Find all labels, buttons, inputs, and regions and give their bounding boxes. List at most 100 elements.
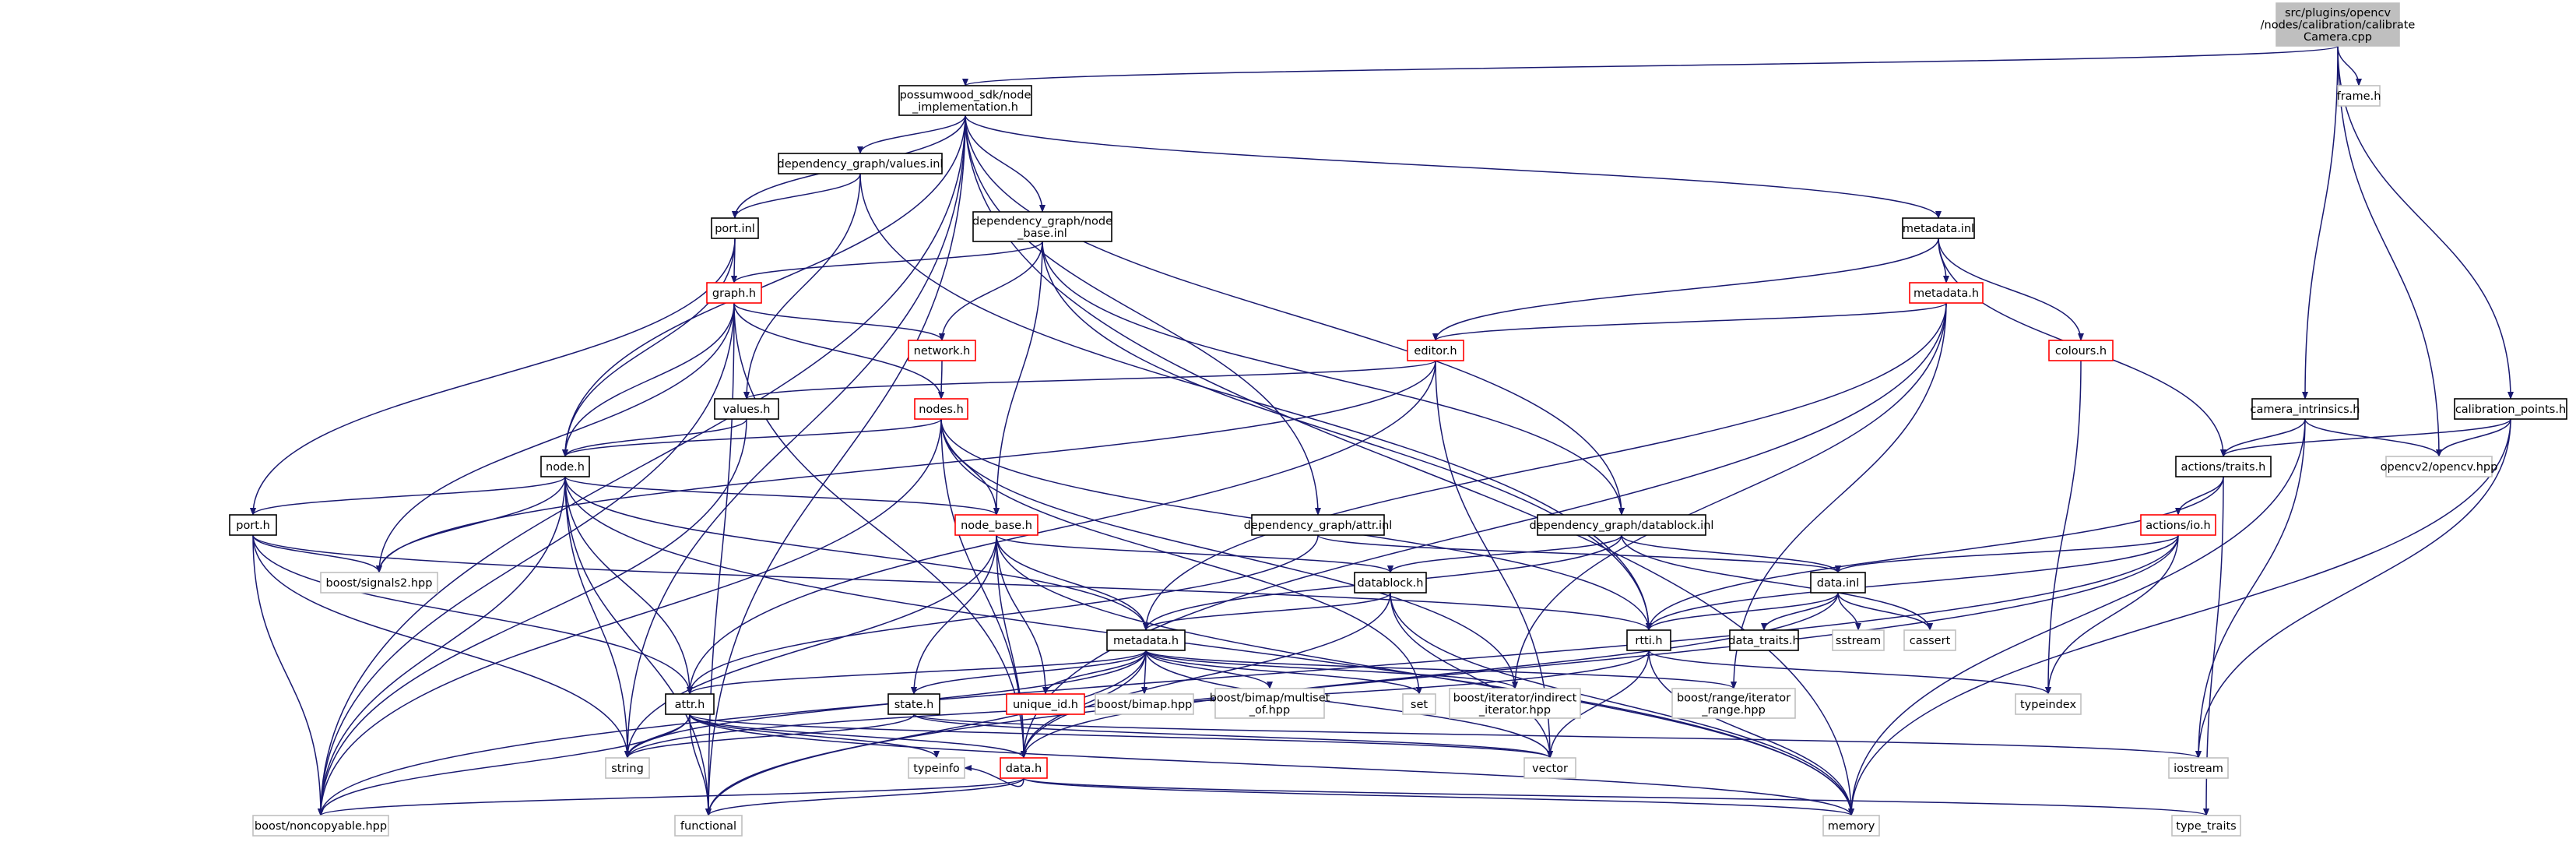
edge-values-inl-to-values-h [743,173,861,400]
edge-node-base-h-to-unique-id [996,534,1049,695]
graph-node-noncopyable: boost/noncopyable.hpp [252,815,389,837]
edge-rtti-h-to-typeindex [1648,650,2051,695]
node-box [1832,629,1885,651]
edge-line [743,360,1436,400]
graph-node-rtti-h[interactable]: rtti.h [1626,629,1671,651]
graph-node-port-inl[interactable]: port.inl [711,217,759,239]
edge-line [996,534,1149,631]
node-label: calibration_points.h [2455,403,2566,416]
graph-node-type-traits: type_traits [2171,815,2241,837]
edge-line [564,476,1000,516]
edge-node-h-to-attr-h [564,476,693,695]
edge-metadata-h-to-set [1145,650,1422,695]
edge-metadata-h-top-to-metadata-h [1143,302,1947,631]
edge-line [964,765,1024,787]
node-box [1106,629,1186,651]
node-box [1729,629,1799,651]
graph-node-editor-h[interactable]: editor.h [1407,340,1464,361]
node-label: metadata.h [1113,635,1179,647]
graph-node-attr-h[interactable]: attr.h [665,693,715,715]
edge-state-h-to-vector [913,713,1553,759]
graph-node-calibration-points[interactable]: calibration_points.h [2454,398,2567,420]
graph-node-possumwood[interactable]: possumwood_sdk/node_implementation.h [898,85,1032,116]
edge-line [733,302,944,400]
graph-node-state-h[interactable]: state.h [887,693,940,715]
graph-node-actions-traits[interactable]: actions/traits.h [2175,456,2272,477]
graph-node-values-inl[interactable]: dependency_graph/values.inl [778,153,944,174]
graph-node-functional: functional [674,815,743,837]
edge-line [1042,241,1625,516]
graph-node-metadata-inl[interactable]: metadata.inl [1902,217,1975,239]
edge-possumwood-to-string [624,114,966,759]
edge-nodes-h-to-indirect-iter [940,418,1518,689]
node-box [665,693,715,715]
edge-node-base-inl-to-datablock-inl [1042,241,1625,516]
graph-node-nodes-h[interactable]: nodes.h [914,398,968,420]
edge-line [2045,534,2179,695]
node-box [714,398,779,420]
edge-line [252,534,1652,631]
edge-attr-h-to-typeinfo [689,713,940,759]
edge-values-inl-to-rtti-h [859,173,1652,631]
edge-datablock-inl-to-datablock-h [1387,534,1622,573]
graph-node-metadata-h[interactable]: metadata.h [1106,629,1186,651]
edge-line [1432,302,1947,341]
graph-node-graph-h[interactable]: graph.h [706,282,762,304]
edge-calibration-points-to-iostream [2195,418,2511,759]
edge-line [376,476,566,573]
node-label: /nodes/calibration/calibrate [2261,19,2416,32]
graph-node-metadata-h-top[interactable]: metadata.h [1909,282,1984,304]
edge-line [689,713,712,816]
graph-node-data-traits[interactable]: data_traits.h [1728,629,1800,651]
graph-node-data-inl[interactable]: data.inl [1810,572,1866,594]
graph-node-unique-id[interactable]: unique_id.h [1006,693,1085,715]
node-box [1095,693,1194,715]
graph-node-node-h[interactable]: node.h [540,456,590,477]
edge-actions-io-to-typeindex [2045,534,2179,695]
edge-line [318,302,735,816]
graph-node-actions-io[interactable]: actions/io.h [2140,514,2216,536]
graph-node-range-iter: boost/range/iterator_range.hpp [1671,688,1796,719]
edge-actions-traits-to-type-traits [2203,476,2224,816]
edge-attr-h-to-noncopyable [318,713,691,816]
edge-possumwood-to-metadata-inl [965,114,1942,219]
edge-possumwood-to-attr-inl [965,114,1321,516]
edge-line [376,302,735,573]
edge-actions-io-to-noncopyable [318,534,2179,816]
edge-data-h-to-memory [1023,777,1854,816]
graph-node-node-base-inl[interactable]: dependency_graph/node_base.inl [972,211,1112,242]
node-box [1402,693,1436,715]
graph-node-frame: frame.h [2337,85,2381,107]
edge-network-h-to-nodes-h [938,360,945,400]
node-box [2276,2,2400,47]
edge-metadata-h-top-to-range-iter [1731,302,1947,689]
graph-node-attr-inl[interactable]: dependency_graph/attr.inl [1244,514,1393,536]
graph-node-network-h[interactable]: network.h [908,340,976,361]
graph-node-datablock-h[interactable]: datablock.h [1354,572,1427,594]
graph-node-datablock-inl[interactable]: dependency_graph/datablock.inl [1530,514,1714,536]
edge-colours-h-to-typeindex [2045,360,2082,695]
edge-line [733,302,1027,759]
edge-actions-traits-to-rtti-h [1646,476,2224,631]
edge-metadata-h-to-range-iter [1145,650,1737,689]
graph-node-values-h[interactable]: values.h [714,398,779,420]
node-box [1407,340,1464,361]
edge-line [705,777,1024,816]
graph-node-port-h[interactable]: port.h [229,514,277,536]
edge-rtti-h-to-vector [1547,650,1650,759]
edge-line [624,534,997,759]
edge-camera-intrinsics-to-memory [1848,418,2306,816]
node-box [1902,217,1975,239]
edge-state-h-to-string [624,713,915,759]
graph-node-data-h[interactable]: data.h [1000,757,1048,779]
graph-node-node-base-h[interactable]: node_base.h [954,514,1038,536]
graph-node-colours-h[interactable]: colours.h [2048,340,2114,361]
node-box [1671,688,1796,719]
edge-line [687,360,1436,695]
edge-line [689,713,1027,759]
graph-node-root[interactable]: src/plugins/opencv/nodes/calibration/cal… [2261,2,2416,47]
edge-node-h-to-signals2 [376,476,566,573]
edge-metadata-h-to-vector [1145,650,1553,759]
graph-node-camera-intrinsics[interactable]: camera_intrinsics.h [2251,398,2360,420]
node-label: Camera.cpp [2304,31,2372,44]
